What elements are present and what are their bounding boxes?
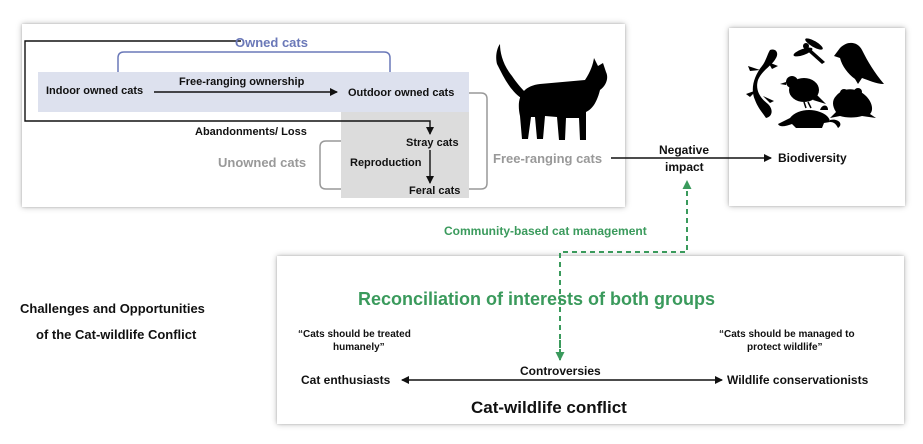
side-title-line1: Challenges and Opportunities [20,301,205,316]
conflict-title: Cat-wildlife conflict [471,398,627,417]
outdoor-owned-box [341,72,469,112]
indoor-owned-cats-label: Indoor owned cats [46,85,144,97]
wildlife-conservationists-label: Wildlife conservationists [727,373,869,387]
stray-cats-label: Stray cats [406,137,459,149]
quote-left-line1: “Cats should be treated [298,329,411,340]
reproduction-label: Reproduction [350,157,422,169]
biodiversity-label: Biodiversity [778,151,847,165]
unowned-cats-label: Unowned cats [218,155,307,170]
lizard-icon [746,49,778,118]
free-ranging-cats-label: Free-ranging cats [493,151,603,166]
cat-silhouette-icon [496,44,608,140]
dragonfly-icon [793,38,825,64]
community-based-management-label: Community-based cat management [444,224,647,238]
reconciliation-heading: Reconciliation of interests of both grou… [358,289,716,309]
negative-impact-line1: Negative [659,143,710,157]
owned-cats-label: Owned cats [235,35,308,50]
controversies-label: Controversies [520,364,601,378]
abandonments-loss-label: Abandonments/ Loss [195,126,307,138]
rodent-icon [778,105,841,128]
conflict-panel [277,256,904,424]
feral-cats-label: Feral cats [409,185,461,197]
quote-right-line2: protect wildlife” [747,342,823,353]
cat-enthusiasts-label: Cat enthusiasts [301,373,391,387]
side-title-line2: of the Cat-wildlife Conflict [36,327,197,342]
outdoor-owned-cats-label: Outdoor owned cats [348,87,455,99]
negative-impact-line2: impact [665,160,704,174]
frog-icon [830,88,876,118]
small-bird-icon [780,76,826,109]
quote-right-line1: “Cats should be managed to [719,329,855,340]
bird-icon [834,42,884,84]
free-ranging-ownership-label: Free-ranging ownership [179,76,305,88]
unowned-box [341,112,469,198]
quote-left-line2: humanely” [333,342,385,353]
